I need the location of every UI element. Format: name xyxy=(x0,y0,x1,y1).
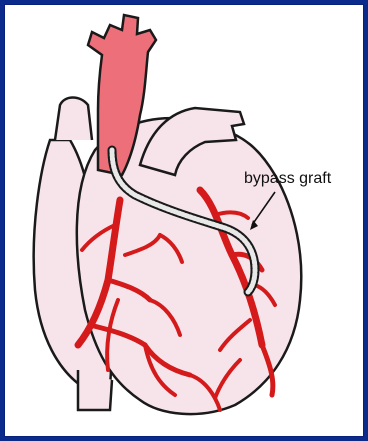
vena-cava xyxy=(55,98,92,141)
graft-label: bypass graft xyxy=(244,170,331,188)
